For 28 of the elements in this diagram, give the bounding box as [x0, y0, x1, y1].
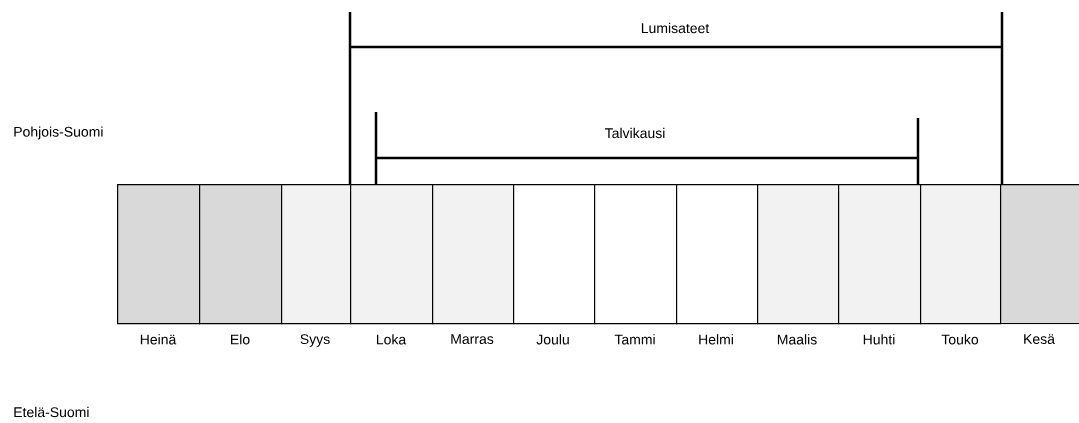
node-label: Joulu [536, 334, 569, 345]
month-box: Syys [281, 184, 352, 347]
month-box: Heinä [117, 184, 201, 345]
node-label: Kesä [1024, 334, 1055, 344]
month-box: Loka [350, 184, 434, 345]
node-label: Touko [941, 334, 979, 345]
bracket-label: Lumisateet [641, 22, 710, 34]
node-label: Maalis [777, 334, 817, 345]
month-box: Maalis [757, 184, 840, 345]
month-box: Elo [199, 184, 283, 345]
node-label: Helmi [699, 334, 733, 345]
node-label: Elo [231, 334, 250, 345]
region-label: Pohjois-Suomi [14, 126, 103, 140]
month-box: Marras [432, 184, 515, 344]
node-label: Huhti [863, 334, 895, 345]
bracket-label: Talvikausi [604, 127, 665, 139]
month-box: Huhti [838, 184, 922, 345]
node-label: Heinä [140, 334, 177, 345]
month-box: Tammi [594, 184, 678, 345]
node-label: Loka [376, 334, 407, 345]
month-box: Kesä [1000, 184, 1079, 344]
month-box: Touko [920, 184, 1002, 345]
month-box: Helmi [676, 184, 759, 345]
month-box: Joulu [513, 184, 596, 345]
node-label: Syys [300, 334, 330, 347]
node-label: Tammi [614, 334, 655, 345]
region-label: Etelä-Suomi [14, 406, 89, 418]
node-label: Marras [451, 334, 494, 344]
